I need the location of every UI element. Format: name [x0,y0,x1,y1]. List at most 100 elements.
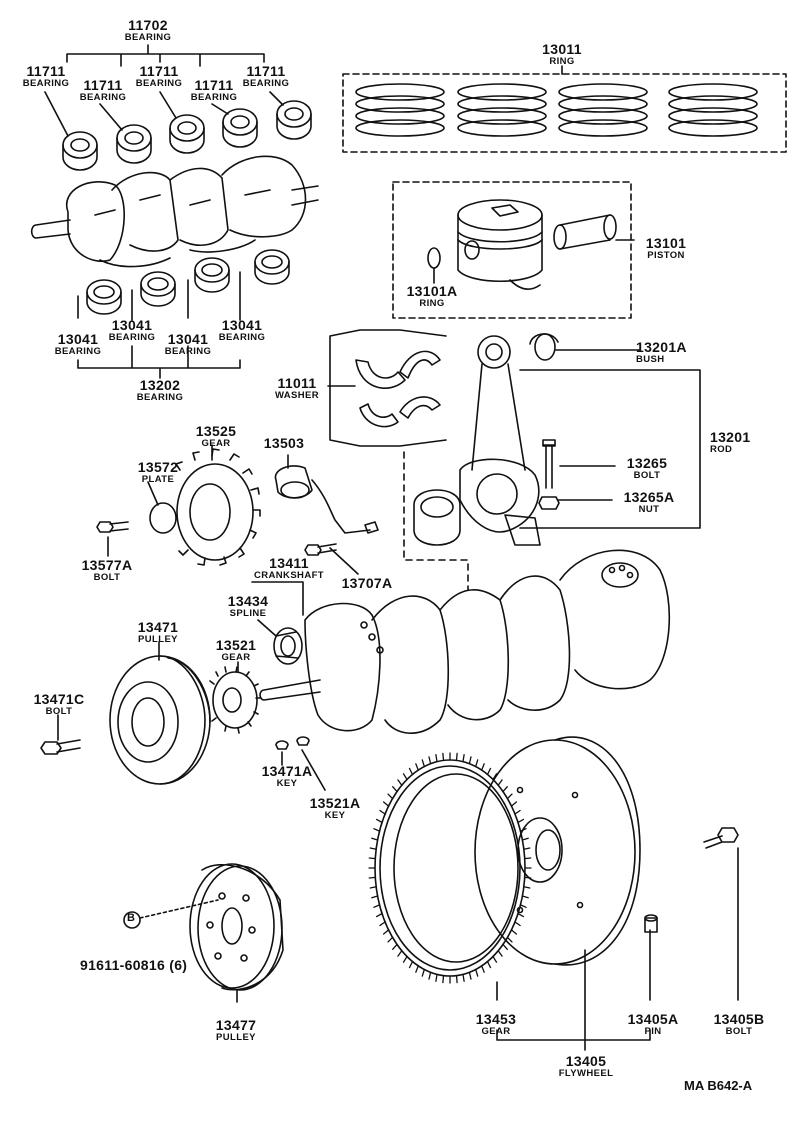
part-name: BOLT [633,470,661,481]
snap-ring [427,247,441,269]
label-13471: 13471 PULLEY [128,620,188,645]
part-number: 13101A [406,283,458,299]
crankshaft-13411 [259,549,671,734]
part-number: 91611-60816 (6) [80,957,188,973]
bolt-13405B [703,827,739,849]
part-number: 13011 [542,41,582,57]
part-number: 13201A [636,339,687,355]
part-number: 13411 [269,555,309,571]
part-name: ROD [710,444,733,455]
part-name: RING [419,298,445,309]
label-13471C: 13471C BOLT [22,692,96,717]
main-bearing-upper-set [62,100,312,171]
part-name: PIN [644,1026,662,1037]
label-13265: 13265 BOLT [616,456,678,481]
part-number: 13201 [710,429,751,445]
part-number: 11711 [194,77,234,93]
part-name: FLYWHEEL [558,1068,614,1079]
label-13572: 13572 PLATE [128,460,188,485]
label-13265A: 13265A NUT [612,490,686,515]
part-name: BOLT [93,572,121,583]
crank-pulley-13471 [109,655,211,785]
label-91611: 91611-60816 (6) [80,958,230,972]
key-13471A [275,740,289,750]
piston-ring-sets [355,83,758,137]
part-number: 13041 [221,317,263,333]
part-name: GEAR [481,1026,511,1037]
label-13041-c: 13041 BEARING [158,332,218,357]
label-13503: 13503 [254,436,314,450]
label-13041-a: 13041 BEARING [48,332,108,357]
part-number: 13453 [475,1011,517,1027]
part-name: BEARING [124,32,172,43]
label-13453: 13453 GEAR [466,1012,526,1037]
callout-b-circle [123,911,141,929]
thrust-plate-13572 [149,502,177,534]
part-number: 11702 [128,17,168,33]
label-13471A: 13471A KEY [250,764,324,789]
label-11711-b: 11711 BEARING [73,78,133,103]
part-number: 13041 [167,331,209,347]
label-13411: 13411 CRANKSHAFT [244,556,334,581]
part-name: BEARING [79,92,127,103]
ring-gear-tooth-marks [368,752,532,984]
label-11711-e: 11711 BEARING [236,64,296,89]
label-13477: 13477 PULLEY [206,1018,266,1043]
part-number: 11711 [83,77,123,93]
piston-pin [553,214,617,250]
part-number: 13525 [195,423,237,439]
part-number: 13477 [215,1017,257,1033]
part-number: 13405 [565,1053,607,1069]
part-number: 13405B [713,1011,765,1027]
piston [457,199,543,290]
part-name: PLATE [141,474,175,485]
part-number: 11711 [139,63,179,79]
label-11711-d: 11711 BEARING [184,78,244,103]
part-name: GEAR [201,438,231,449]
crank-gear-13521 [209,666,262,734]
timing-gear-13525 [175,448,261,566]
part-name: RING [549,56,575,67]
part-number: 13577A [81,557,133,573]
label-13707A: 13707A [330,576,404,590]
part-number: 13471C [33,691,85,707]
main-bearing-lower-set [86,249,290,315]
label-13011: 13011 RING [532,42,592,67]
part-number: 13572 [137,459,179,475]
part-number: 11711 [246,63,286,79]
label-11711-c: 11711 BEARING [129,64,189,89]
label-13405B: 13405B BOLT [704,1012,774,1037]
crank-sensor-13503 [274,465,379,534]
part-number: 13265A [623,489,675,505]
part-number: 13434 [227,593,269,609]
figure-code: MA B642-A [684,1078,753,1093]
label-13041-b: 13041 BEARING [102,318,162,343]
part-name: BOLT [45,706,73,717]
label-11011: 11011 WASHER [266,376,328,401]
part-name: BEARING [108,332,156,343]
rod-bolt [542,439,556,489]
part-name: PISTON [647,250,685,261]
part-name: BEARING [190,92,238,103]
label-13405A: 13405A PIN [618,1012,688,1037]
part-name: BEARING [135,78,183,89]
connecting-rod [459,335,541,546]
label-13577A: 13577A BOLT [72,558,142,583]
part-name: PULLEY [216,1032,256,1043]
part-number: 13265 [626,455,668,471]
label-13201: 13201 ROD [710,430,770,455]
rod-bearing-halves [413,489,461,546]
part-number: 13521 [215,637,257,653]
rod-nut [538,496,560,510]
part-name: BOLT [725,1026,753,1037]
thrust-washers [355,350,441,428]
label-13521: 13521 GEAR [206,638,266,663]
label-13041-d: 13041 BEARING [212,318,272,343]
bolt-13471C [40,739,81,755]
bolt-13707A [304,543,359,575]
part-name: GEAR [221,652,251,663]
part-number: 13707A [341,575,393,591]
part-name: BEARING [136,392,184,403]
label-13101: 13101 PISTON [636,236,696,261]
